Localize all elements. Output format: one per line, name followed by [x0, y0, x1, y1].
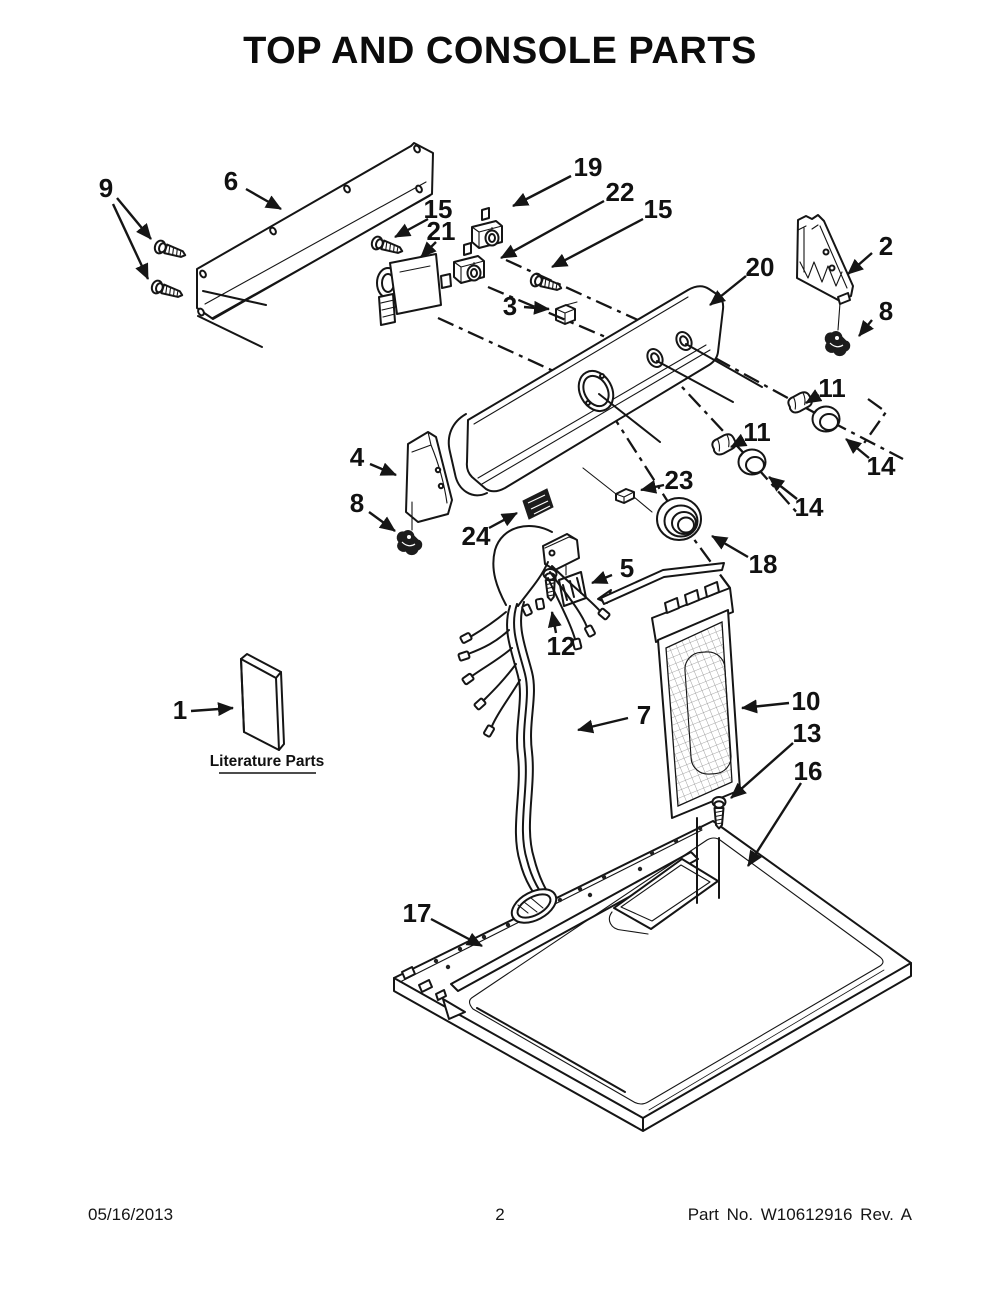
part-22-switch — [453, 242, 485, 284]
callout-18: 18 — [749, 549, 778, 579]
callout-5: 5 — [620, 553, 634, 583]
part-2-console-bracket — [796, 214, 854, 331]
assembly-centerlines — [437, 258, 904, 589]
callout-14: 14 — [795, 492, 824, 522]
leader-arrow-13 — [730, 742, 794, 799]
callout-9: 9 — [99, 173, 113, 203]
leader-arrow-6 — [245, 187, 282, 211]
part-1-literature — [240, 653, 285, 751]
callout-13: 13 — [793, 718, 822, 748]
leader-arrow-3 — [523, 300, 550, 315]
part-3-clip — [555, 301, 578, 325]
leader-arrow-20 — [709, 275, 747, 306]
part-21-timer — [369, 234, 452, 326]
footer-date: 05/16/2013 — [88, 1205, 174, 1224]
part-8-clip-left — [396, 529, 423, 556]
part-14-knob-lower — [737, 448, 767, 476]
callout-12: 12 — [547, 631, 576, 661]
callout-17: 17 — [403, 898, 432, 928]
callout-8: 8 — [879, 296, 893, 326]
leader-arrow-24 — [488, 511, 518, 530]
leader-arrow-11 — [805, 389, 823, 405]
leader-arrow-19 — [512, 174, 572, 208]
callout-19: 19 — [574, 152, 603, 182]
leader-arrow-22 — [500, 199, 605, 260]
leader-arrow-9 — [116, 197, 152, 240]
leader-arrow-14 — [768, 476, 798, 500]
leader-arrow-18 — [711, 534, 749, 559]
leader-arrow-15 — [551, 217, 644, 269]
callout-22: 22 — [606, 177, 635, 207]
callout-15: 15 — [424, 194, 453, 224]
leader-arrow-12 — [547, 611, 562, 634]
part-14-knob-upper — [811, 405, 841, 433]
footer-page-number: 2 — [495, 1205, 505, 1224]
leader-arrow-21 — [420, 241, 437, 258]
leader-arrow-16 — [746, 782, 803, 867]
part-18-timer-knob — [656, 497, 702, 541]
callout-15: 15 — [644, 194, 673, 224]
callout-11: 11 — [743, 417, 771, 447]
part-9-screws — [149, 238, 189, 303]
callout-16: 16 — [794, 756, 823, 786]
part-11-clip-lower — [710, 432, 738, 457]
callout-20: 20 — [746, 252, 775, 282]
callout-23: 23 — [665, 465, 694, 495]
callout-10: 10 — [792, 686, 821, 716]
part-8-clip-right — [824, 330, 851, 357]
part-17-top-panel — [393, 820, 912, 1132]
callout-21: 21 — [427, 216, 456, 246]
part-5-switch-assembly — [542, 533, 587, 607]
part-24-nameplate — [522, 488, 554, 520]
leader-arrow-8 — [858, 319, 874, 337]
part-7-wire-harness — [457, 525, 612, 904]
part-20-console-panel — [447, 285, 763, 497]
callout-2: 2 — [879, 231, 893, 261]
leader-arrow-2 — [847, 252, 873, 275]
part-10-lint-screen — [597, 562, 741, 904]
part-6-rear-console-panel — [196, 142, 434, 348]
callout-24: 24 — [462, 521, 491, 551]
leader-arrow-10 — [741, 699, 790, 714]
callout-14: 14 — [867, 451, 896, 481]
callout-8: 8 — [350, 488, 364, 518]
leader-arrow-4 — [369, 462, 397, 477]
leader-arrow-7 — [577, 716, 629, 734]
leader-arrow-9 — [111, 203, 150, 280]
leader-arrow-17 — [430, 917, 483, 948]
callout-7: 7 — [637, 700, 651, 730]
callout-3: 3 — [503, 291, 517, 321]
panel-holes — [433, 825, 703, 970]
leader-arrow-23 — [640, 479, 665, 494]
leader-arrow-11 — [730, 433, 748, 449]
leader-arrow-1 — [190, 702, 234, 717]
page-title: TOP AND CONSOLE PARTS — [243, 30, 757, 72]
callout-11: 11 — [818, 373, 846, 403]
callout-6: 6 — [224, 166, 238, 196]
callout-4: 4 — [350, 442, 365, 472]
part-19-switch — [471, 207, 503, 249]
literature-caption-text: Literature Parts — [210, 753, 325, 770]
footer-part-number: Part No. W10612916 Rev. A — [687, 1205, 912, 1224]
leader-arrow-14 — [845, 438, 870, 459]
literature-caption: Literature Parts — [210, 753, 325, 774]
leader-arrow-15 — [394, 217, 429, 239]
leader-arrow-5 — [591, 570, 613, 585]
callout-1: 1 — [173, 695, 187, 725]
part-23-clip — [582, 467, 653, 513]
part-4-end-cap — [405, 431, 453, 531]
leader-arrow-8 — [368, 511, 396, 532]
